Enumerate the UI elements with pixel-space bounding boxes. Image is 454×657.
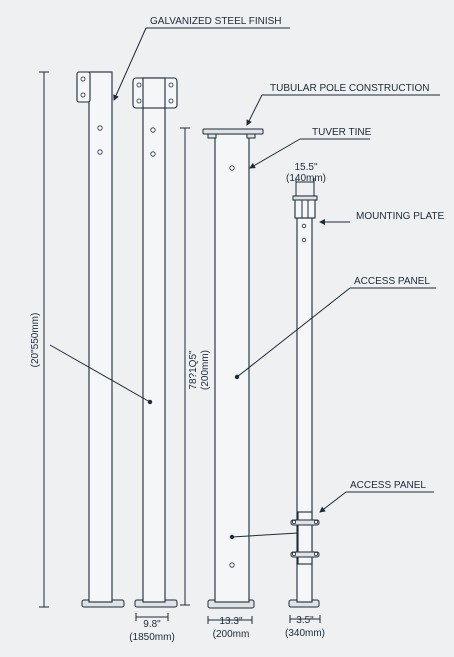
pole-3-width-mm: (200mm xyxy=(213,629,250,640)
access-panel-bracket xyxy=(290,511,320,565)
pole-3-cap xyxy=(202,128,264,139)
pole-4-width-in: 3.5" xyxy=(296,615,314,626)
callout-access-2: ACCESS PANEL xyxy=(319,480,434,513)
pole-2-width-dimension: 9.8" (1850mm) xyxy=(129,613,175,643)
pole-4 xyxy=(288,195,320,608)
pole-3-width-in: 13.3" xyxy=(219,616,242,627)
tubular-label: TUBULAR POLE CONSTRUCTION xyxy=(270,83,429,94)
overall-height-label: (20"550mm) xyxy=(30,313,41,368)
galvanized-label: GALVANIZED STEEL FINISH xyxy=(150,16,282,27)
callout-access-1: ACCESS PANEL xyxy=(234,276,436,380)
top-width-dimension: 15.5" (140mm) xyxy=(286,162,326,196)
top-width-mm: (140mm) xyxy=(286,173,326,184)
access-panel-label-2: ACCESS PANEL xyxy=(350,480,426,491)
leader-pole-3-bottom xyxy=(229,532,299,540)
callout-tubular: TUBULAR POLE CONSTRUCTION xyxy=(246,83,440,126)
pole-3-height-b: (200mm) xyxy=(200,350,211,390)
access-panel-label-1: ACCESS PANEL xyxy=(354,276,430,287)
top-width-in: 15.5" xyxy=(294,162,317,173)
callout-tuver: TUVER TINE xyxy=(249,127,372,169)
tuver-label: TUVER TINE xyxy=(312,127,372,138)
overall-height-dimension: (20"550mm) xyxy=(30,71,49,608)
pole-2 xyxy=(132,77,178,608)
pole-1 xyxy=(76,71,125,608)
pole-2-width-in: 9.8" xyxy=(143,619,161,630)
callout-mounting: MOUNTING PLATE xyxy=(319,211,444,225)
mounting-plate-1 xyxy=(76,71,91,103)
leader-pole-1 xyxy=(49,344,153,405)
mounting-label: MOUNTING PLATE xyxy=(356,211,444,222)
mounting-plate-2 xyxy=(132,77,178,109)
pole-3 xyxy=(202,128,264,609)
callout-galvanized: GALVANIZED STEEL FINISH xyxy=(113,16,290,101)
pole-4-width-dimension: 3.5" (340mm) xyxy=(285,615,325,639)
pole-3-height-dimension: 78?1Q5" (200mm) xyxy=(180,127,211,606)
pole-4-width-mm: (340mm) xyxy=(285,628,325,639)
pole-2-width-mm: (1850mm) xyxy=(129,632,175,643)
pole-4-top-plate xyxy=(292,195,318,219)
pole-3-height-a: 78?1Q5" xyxy=(188,350,199,390)
pole-3-width-dimension: 13.3" (200mm xyxy=(207,616,253,640)
